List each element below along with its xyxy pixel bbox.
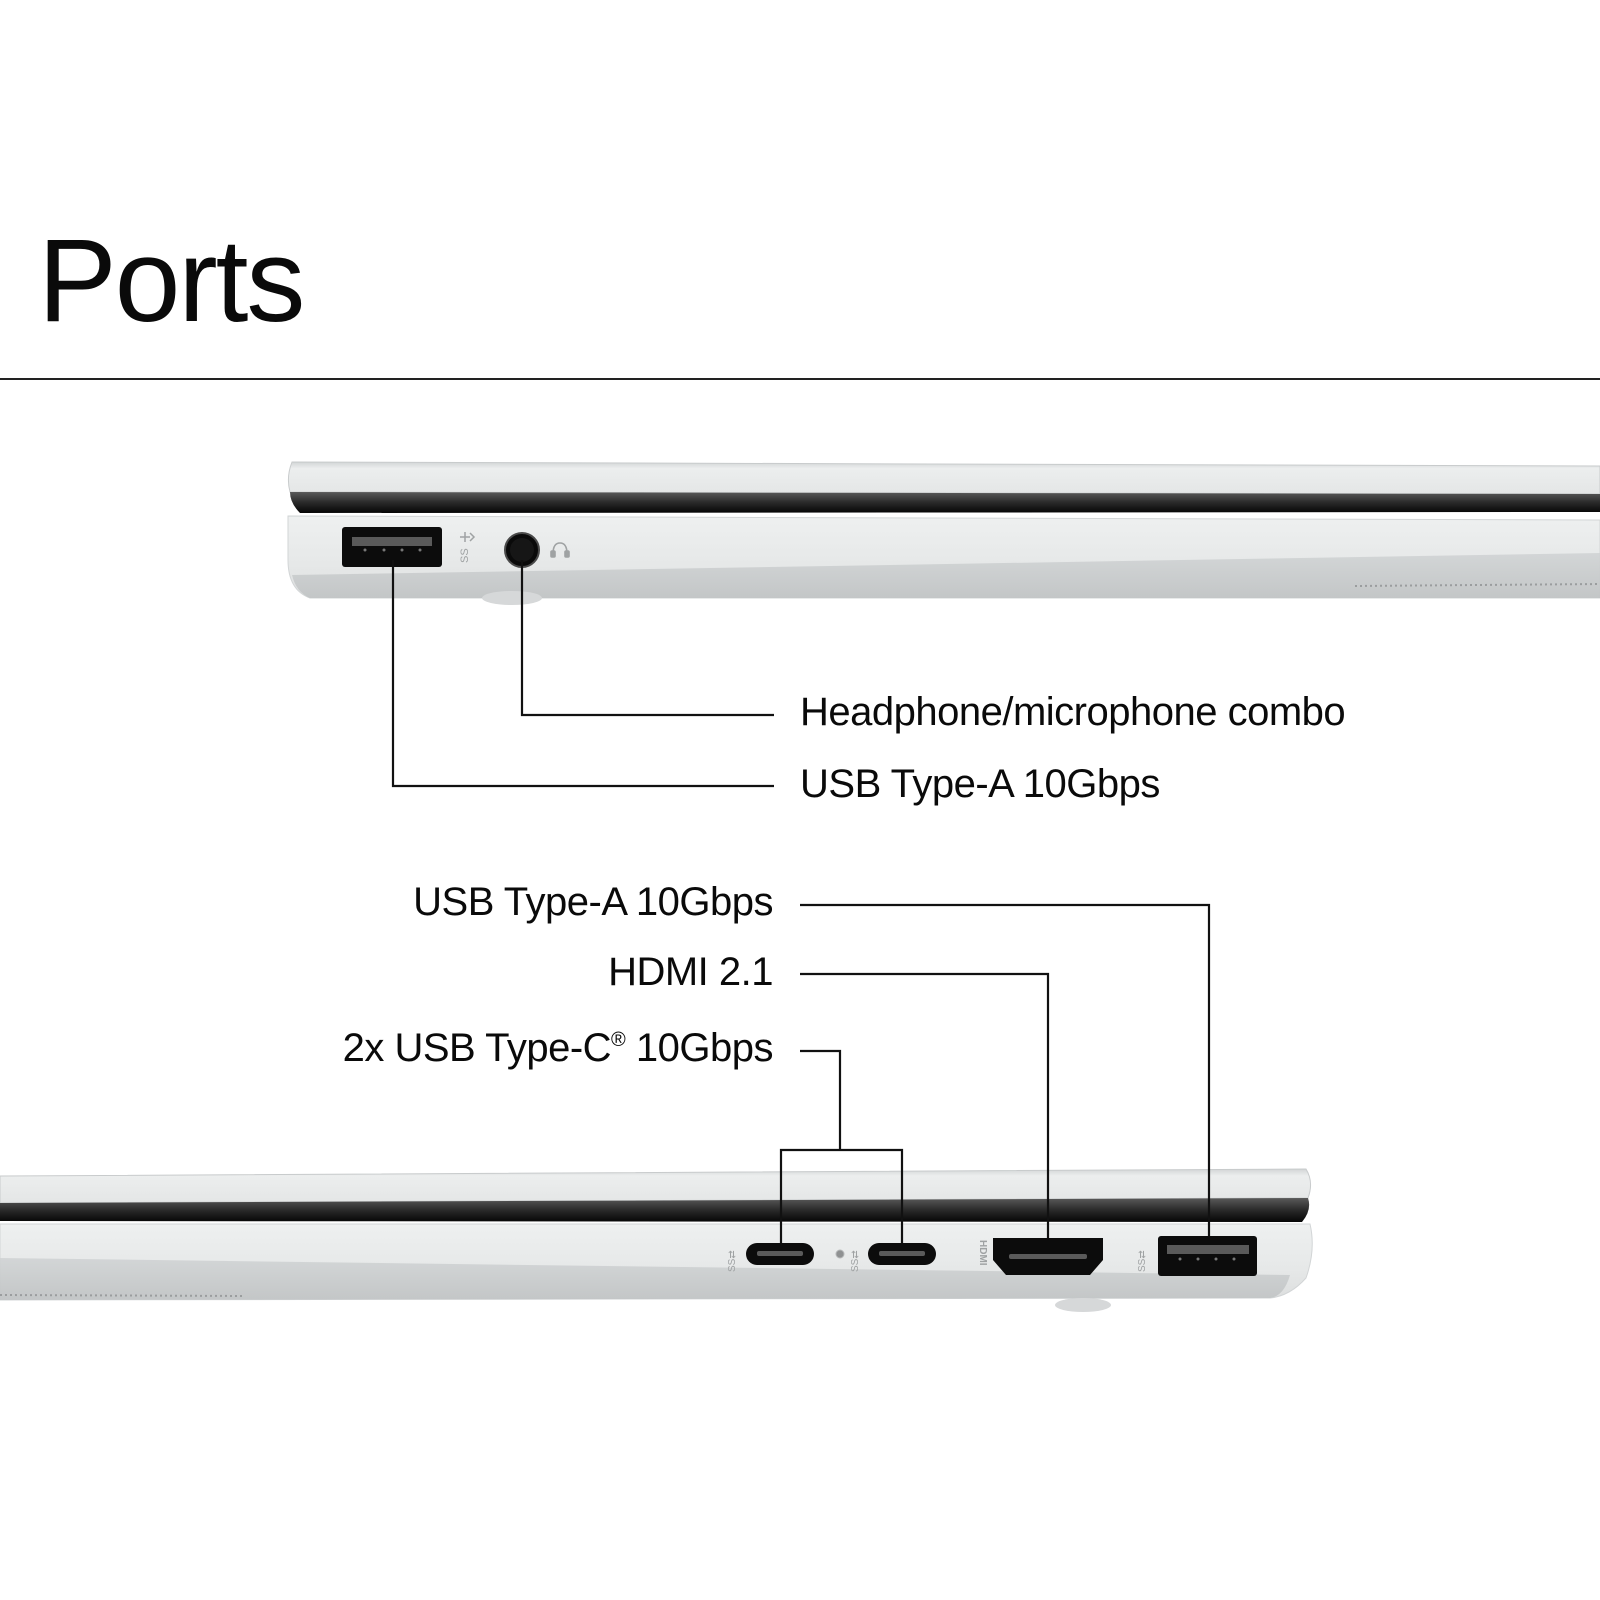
usb-ss-icon: SS [459,532,476,563]
title-divider [0,378,1600,380]
label-usb-c-prefix: 2x USB Type-C [342,1026,612,1070]
usb-c-port-1 [746,1243,814,1265]
led-indicator [835,1249,845,1259]
label-usb-a-left: USB Type-A 10Gbps [800,762,1160,806]
callout-line-usb-a-right [800,903,1211,1236]
callout-line-usb-c [800,1049,842,1150]
page-title: Ports [38,215,305,347]
headphone-jack-port [504,532,540,568]
usb-ss10-icon: SS⇄ [1137,1250,1148,1272]
laptop-right-side: SS⇄ SS⇄ HDMI SS⇄ [0,1168,1313,1312]
hdmi-port [993,1238,1103,1275]
usb-ss-power-icon: SS⇄ [850,1250,861,1272]
label-usb-a-right: USB Type-A 10Gbps [413,880,773,924]
label-usb-c-suffix: 10Gbps [625,1026,774,1070]
label-headphone-combo: Headphone/microphone combo [800,690,1346,734]
usb-a-port-right [1158,1236,1257,1276]
callout-bracket-usb-c [779,1148,904,1243]
hdmi-logo-icon: HDMI [977,1240,988,1266]
svg-text:SS: SS [459,548,471,563]
label-usb-c: 2x USB Type-C® 10Gbps [342,1026,774,1070]
callout-line-headphone [520,560,774,717]
usb-c-port-2 [868,1243,936,1265]
callout-line-hdmi [800,972,1050,1238]
headset-icon [550,542,570,558]
callout-line-usb-a-left [391,560,774,788]
registered-mark: ® [611,1029,626,1051]
laptop-left-side: SS [287,461,1600,605]
usb-ss-power-icon: SS⇄ [727,1250,738,1272]
usb-a-port-left [342,527,442,567]
label-hdmi: HDMI 2.1 [608,950,773,994]
